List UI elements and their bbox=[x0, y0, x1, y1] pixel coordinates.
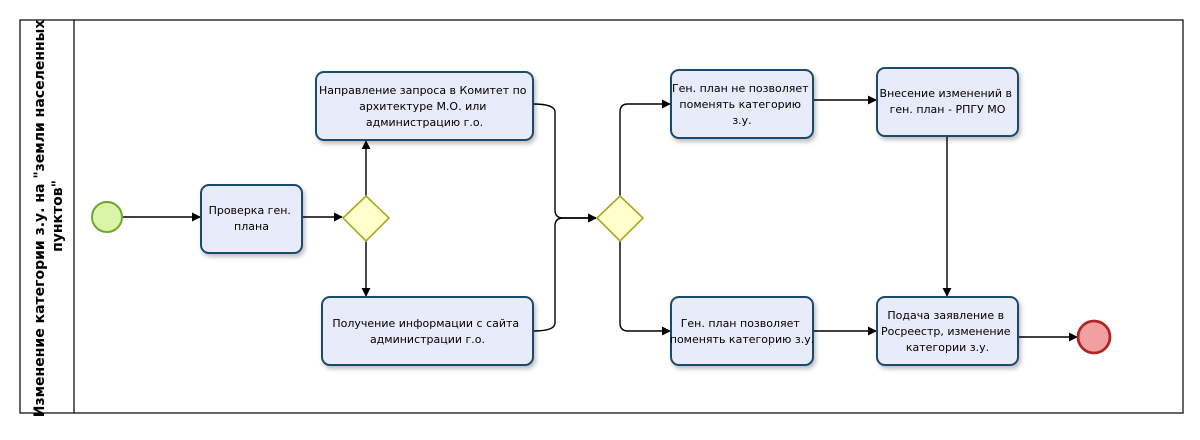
svg-text:Подача заявление в Росре: Подача заявление в Росреестр, изменение … bbox=[881, 309, 1014, 354]
task-plan-changes: Внесение изменений в ген. план - РПГУ МО bbox=[876, 67, 1019, 137]
flow-site-info-to-gateway2 bbox=[532, 213, 597, 332]
task-request-committee: Направление запроса в Комитет по архитек… bbox=[315, 71, 534, 141]
sequence-flows bbox=[123, 95, 1078, 342]
start-event bbox=[91, 201, 123, 233]
pool-title: Изменение категории з.у. на "земли насел… bbox=[32, 15, 66, 417]
flow-gateway2-to-allows bbox=[619, 240, 671, 336]
flow-gateway2-to-not-allow bbox=[619, 99, 671, 196]
exclusive-gateway-2 bbox=[595, 194, 645, 243]
svg-text:Направление запроса в Комитет: Направление запроса в Комитет по архитек… bbox=[319, 84, 530, 129]
svg-text:Проверка ген. плана: Проверка ген. плана bbox=[209, 204, 295, 233]
task-plan-allows: Ген. план позволяет поменять категорию з… bbox=[670, 296, 815, 366]
task-site-info: Получение информации с сайта администрац… bbox=[321, 296, 534, 366]
task-submit-application: Подача заявление в Росреестр, изменение … bbox=[876, 296, 1019, 366]
task-check-plan: Проверка ген. плана bbox=[200, 184, 303, 254]
end-event bbox=[1076, 319, 1112, 355]
exclusive-gateway-1 bbox=[341, 194, 391, 243]
svg-text:Получение информации с сайта: Получение информации с сайта администрац… bbox=[332, 317, 522, 346]
svg-text:Ген. план не позволяет п: Ген. план не позволяет поменять категори… bbox=[672, 82, 812, 127]
svg-text:Внесение изменений в ген: Внесение изменений в ген. план - РПГУ МО bbox=[880, 87, 1016, 116]
svg-text:Ген. план позволяет поме: Ген. план позволяет поменять категорию з… bbox=[670, 317, 815, 346]
task-plan-not-allow: Ген. план не позволяет поменять категори… bbox=[670, 69, 814, 139]
